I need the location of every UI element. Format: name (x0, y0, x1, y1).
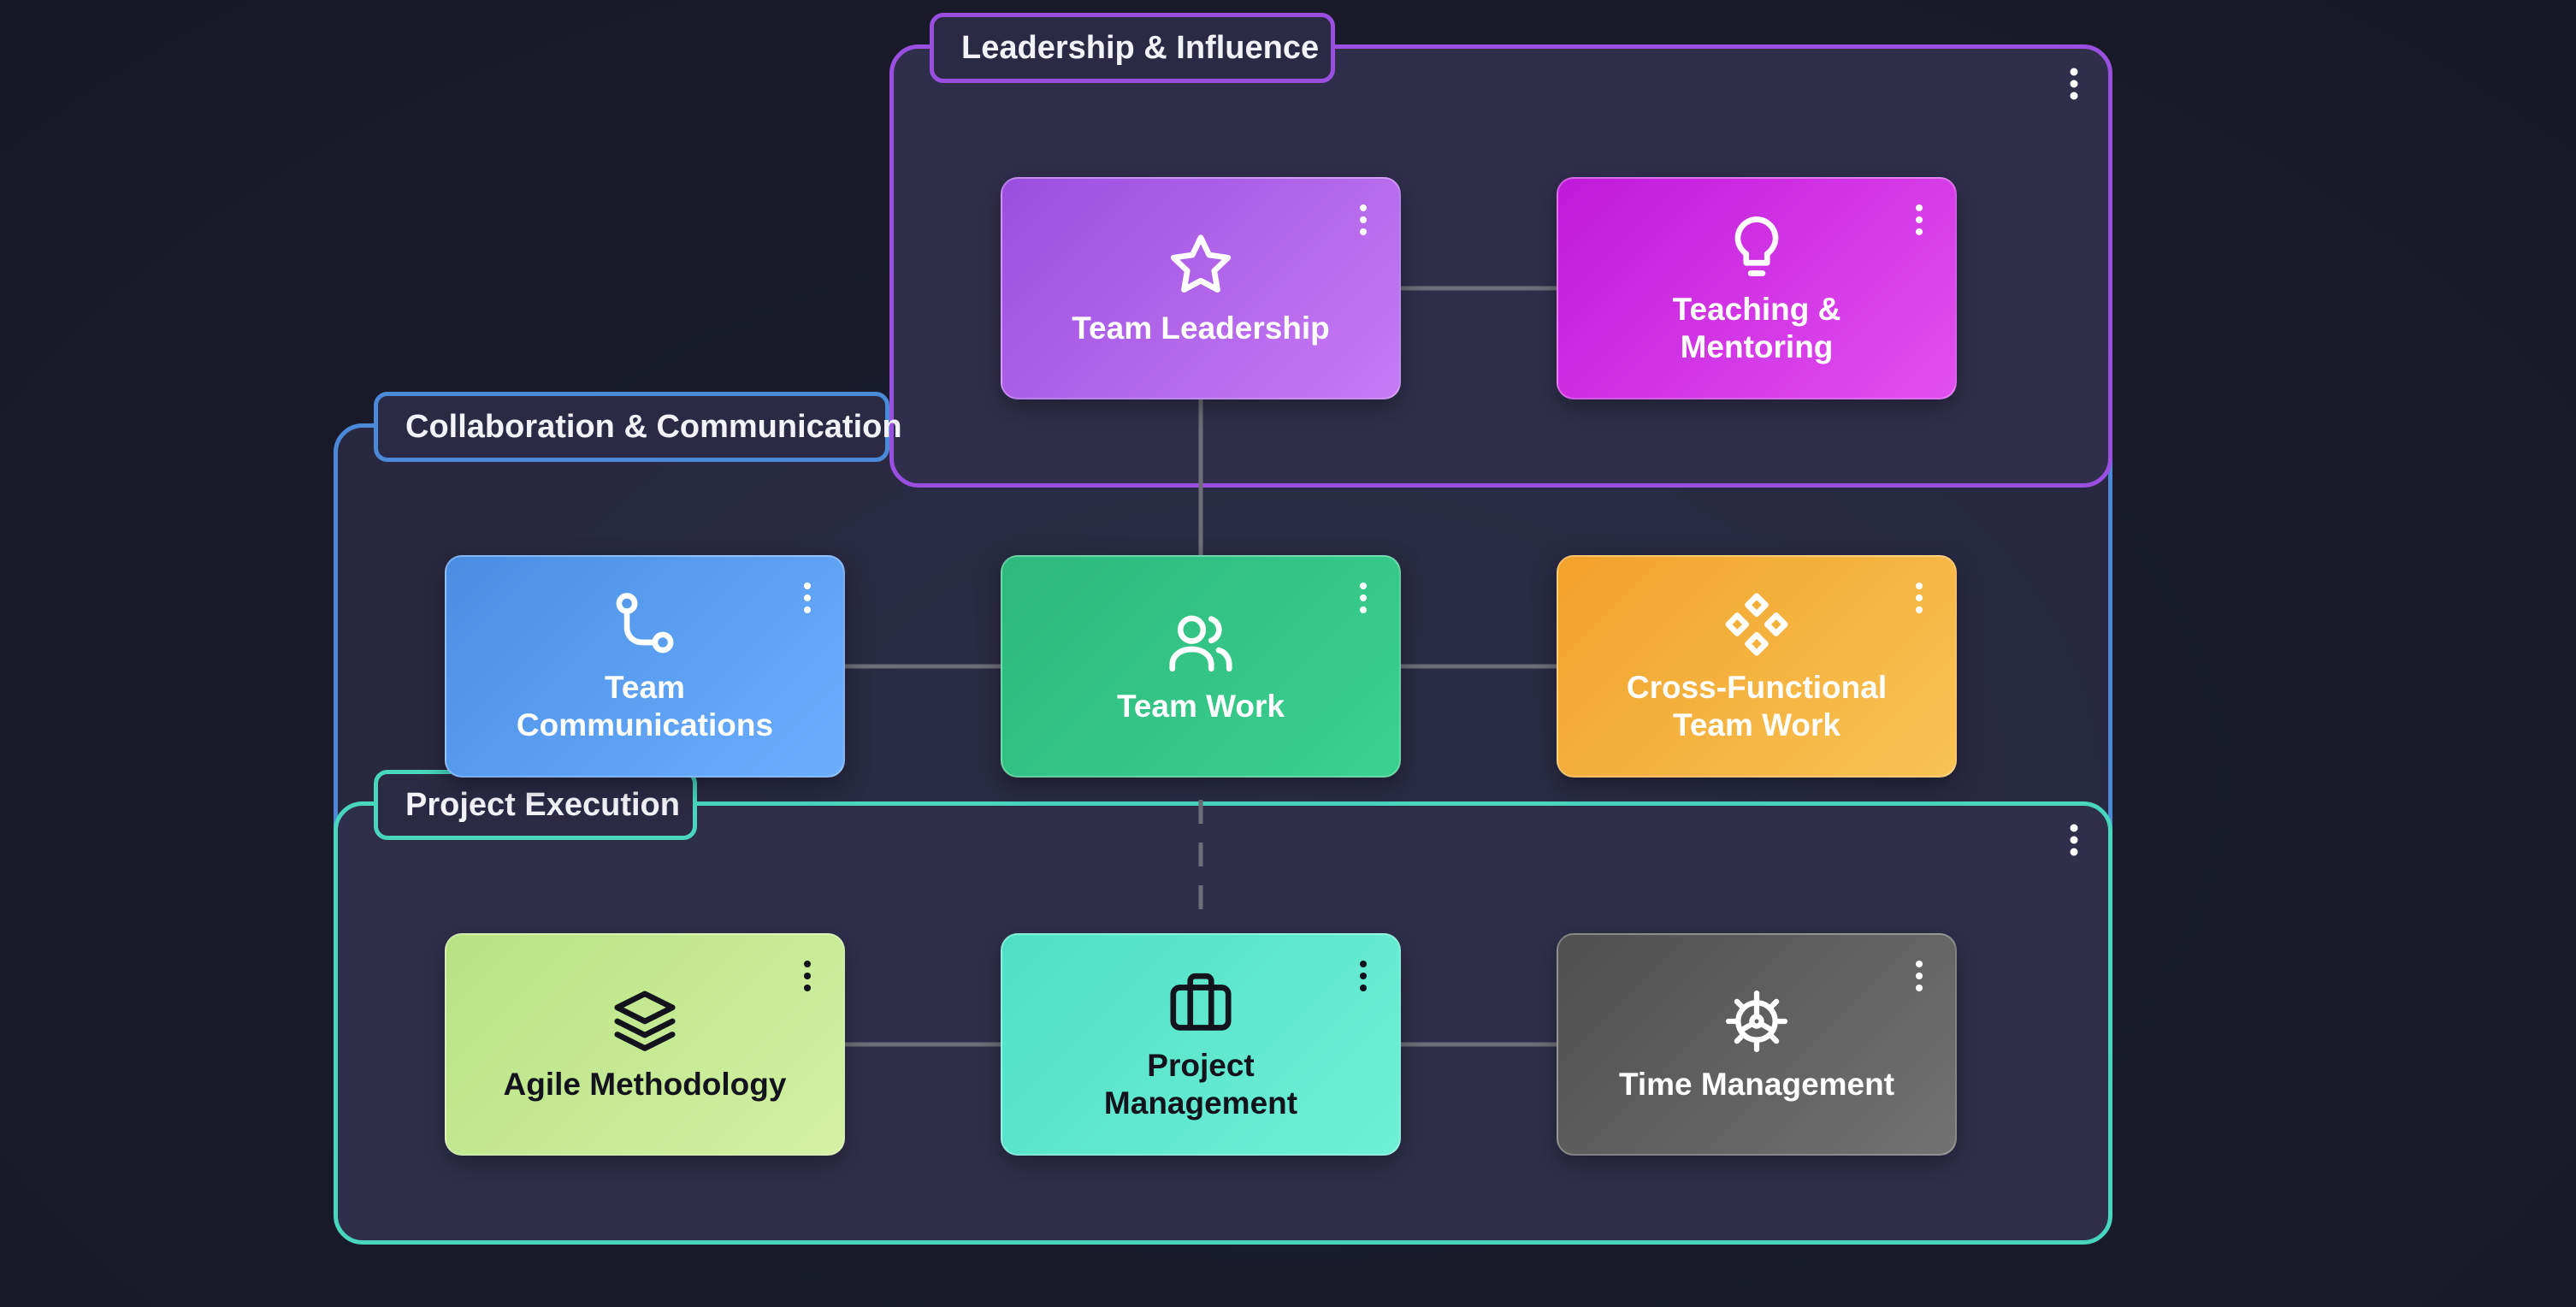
node-menu-icon[interactable] (1911, 957, 1928, 995)
node-label: Team Communications (516, 670, 774, 742)
node-menu-icon[interactable] (799, 579, 816, 617)
node-menu-icon[interactable] (1355, 957, 1372, 995)
node-cross-functional-team-work[interactable]: Cross-Functional Team Work (1557, 555, 1957, 778)
node-label: Cross-Functional Team Work (1626, 670, 1888, 742)
node-team-leadership[interactable]: Team Leadership (1001, 177, 1401, 399)
node-label: Team Work (1116, 689, 1285, 724)
lightbulb-icon (1734, 216, 1779, 276)
node-teaching-mentoring[interactable]: Teaching & Mentoring (1557, 177, 1957, 399)
node-label: Time Management (1618, 1067, 1895, 1102)
layers-icon (614, 991, 676, 1051)
node-project-management[interactable]: Project Management (1001, 933, 1401, 1156)
briefcase-icon (1170, 973, 1232, 1031)
component-icon (1725, 593, 1788, 656)
node-team-work[interactable]: Team Work (1001, 555, 1401, 778)
node-menu-icon[interactable] (799, 957, 816, 995)
leadership-group-menu-icon[interactable] (2061, 62, 2087, 105)
node-menu-icon[interactable] (1911, 201, 1928, 239)
star-icon (1170, 234, 1232, 293)
git-branch-icon (616, 593, 674, 654)
node-label: Project Management (1103, 1048, 1298, 1121)
execution-group-menu-icon[interactable] (2061, 819, 2087, 861)
node-label: Agile Methodology (503, 1067, 787, 1102)
node-label: Teaching & Mentoring (1672, 292, 1841, 364)
node-label: Team Leadership (1072, 310, 1330, 346)
node-menu-icon[interactable] (1355, 201, 1372, 239)
users-icon (1169, 615, 1232, 672)
group-execution-label[interactable]: Project Execution (374, 770, 697, 840)
group-leadership-label[interactable]: Leadership & Influence (930, 13, 1335, 83)
node-agile-methodology[interactable]: Agile Methodology (445, 933, 845, 1156)
group-collaboration-label[interactable]: Collaboration & Communication (374, 392, 902, 462)
node-menu-icon[interactable] (1911, 579, 1928, 617)
node-team-communications[interactable]: Team Communications (445, 555, 845, 778)
node-time-management[interactable]: Time Management (1557, 933, 1957, 1156)
node-menu-icon[interactable] (1355, 579, 1372, 617)
gear-icon (1725, 990, 1788, 1053)
